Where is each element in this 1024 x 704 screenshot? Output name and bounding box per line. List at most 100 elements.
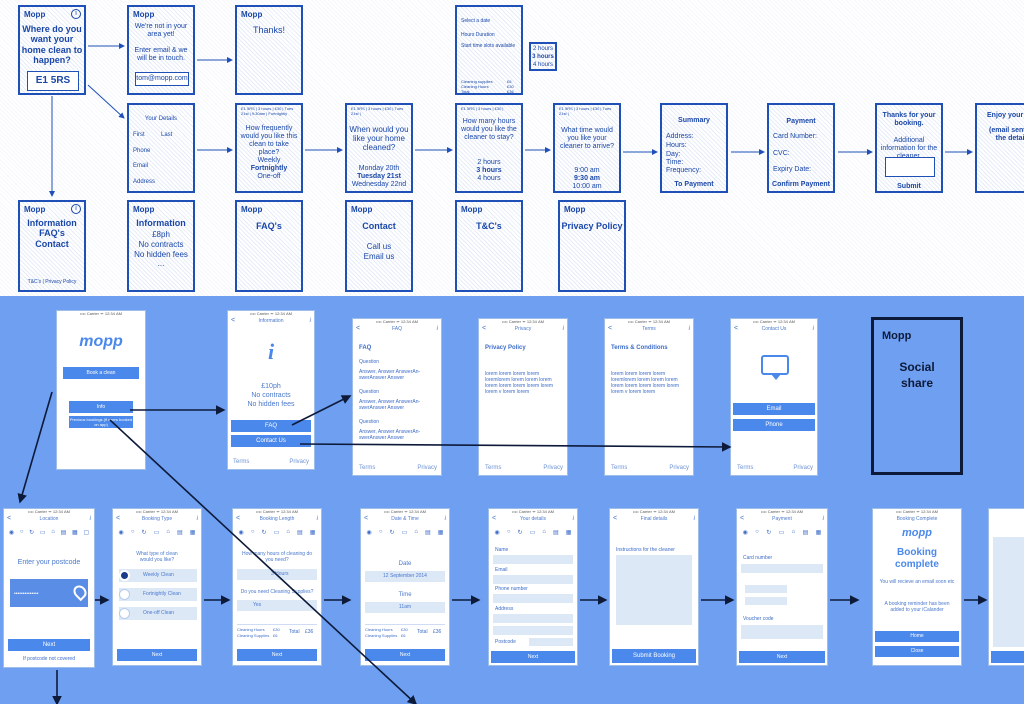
contact-us-button[interactable]: Contact Us <box>231 435 311 447</box>
back-icon[interactable]: < <box>734 325 739 332</box>
faq-heading: FAQ <box>359 345 372 351</box>
info-icon[interactable]: i <box>196 516 198 522</box>
phone-home: •••• Carrier ᯤ 12:34 AM mopp Book a clea… <box>56 310 146 470</box>
radio-icon[interactable] <box>119 608 130 619</box>
back-icon[interactable]: < <box>608 325 613 332</box>
back-icon[interactable]: < <box>740 515 745 522</box>
terms-link[interactable]: Terms <box>485 465 502 471</box>
home-button[interactable]: Home <box>875 631 959 642</box>
previous-bookings-button[interactable]: Previous bookings (if users booked on ap… <box>69 416 133 428</box>
supplies-value[interactable]: Yes <box>237 600 317 611</box>
submit-booking-button[interactable]: Submit Booking <box>612 649 696 663</box>
submit-label: Submit <box>897 183 921 190</box>
terms-link[interactable]: Terms <box>611 465 628 471</box>
privacy-link[interactable]: Privacy <box>289 459 309 465</box>
back-icon[interactable]: < <box>492 515 497 522</box>
email-box: tom@mopp.com <box>135 72 189 86</box>
phone-booking-complete: •••• Carrier ᯤ 12:34 AM Booking Complete… <box>872 508 962 666</box>
info-icon[interactable]: i <box>444 516 446 522</box>
weekly-clean-option[interactable]: Weekly Clean <box>119 569 197 582</box>
phone-input[interactable] <box>493 594 573 603</box>
postcode-not-covered-link[interactable]: If postcode not covered <box>23 656 75 662</box>
date-value[interactable]: 12 September 2014 <box>365 571 445 582</box>
faq-question-1: Question <box>359 359 380 365</box>
wireframe-not-in-area: Mopp We're not in your area yet! Enter e… <box>127 5 195 95</box>
status-bar: •••• Carrier ᯤ 12:34 AM <box>250 311 292 316</box>
privacy-link[interactable]: Privacy <box>543 465 563 471</box>
oneoff-clean-option[interactable]: One-off Clean <box>119 607 197 620</box>
info-icon[interactable]: i <box>562 326 564 332</box>
booking-type-question: What type of clean would you like? <box>136 551 178 563</box>
postcode-input[interactable]: •••••••••••••• <box>10 579 88 607</box>
next-button[interactable]: Next <box>117 649 197 661</box>
back-icon[interactable]: < <box>482 325 487 332</box>
info-icon: i <box>71 9 81 19</box>
brand-label: Mopp <box>24 10 46 19</box>
cvc-input[interactable] <box>745 597 787 605</box>
wireframe-privacy: Mopp Privacy Policy <box>558 200 626 292</box>
wireframe-sub: Additional information for the cleaner. <box>880 137 938 160</box>
info-icon: i <box>71 204 81 214</box>
terms-link[interactable]: Terms <box>737 465 754 471</box>
terms-link[interactable]: Terms <box>359 465 376 471</box>
info-icon[interactable]: i <box>309 318 311 324</box>
status-bar: •••• Carrier ᯤ 12:34 AM <box>502 319 544 324</box>
radio-selected-icon[interactable] <box>119 570 130 581</box>
nav-title: Payment <box>772 516 792 522</box>
info-icon[interactable]: i <box>822 516 824 522</box>
postcode-input[interactable] <box>529 638 573 646</box>
voucher-input[interactable] <box>741 625 823 639</box>
email-input[interactable] <box>493 575 573 584</box>
privacy-link[interactable]: Privacy <box>417 465 437 471</box>
info-icon[interactable]: i <box>316 516 318 522</box>
next-button[interactable]: Next <box>8 639 90 651</box>
cost-supplies: Cleaning supplies <box>461 79 493 84</box>
phone-label: Phone number <box>495 586 528 592</box>
wireframe-frequency: E1 5RS | 3 hours | £30 | Tues 21st | 9:3… <box>235 103 303 193</box>
time-value[interactable]: 11am <box>365 602 445 613</box>
card-number-input[interactable] <box>741 564 823 573</box>
book-clean-button[interactable]: Book a clean <box>63 367 139 379</box>
back-icon[interactable]: < <box>7 515 12 522</box>
summary-day: Day: <box>666 151 681 158</box>
privacy-link[interactable]: Privacy <box>793 465 813 471</box>
name-input[interactable] <box>493 555 573 564</box>
next-button[interactable]: Next <box>365 649 445 661</box>
next-button[interactable]: Next <box>739 651 825 663</box>
wireframe-footer: T&C's | Privacy Policy <box>27 279 77 285</box>
expiry-input[interactable] <box>745 585 787 593</box>
privacy-link[interactable]: Privacy <box>669 465 689 471</box>
instructions-textarea[interactable] <box>616 555 692 625</box>
voucher-label: Voucher code <box>743 616 774 622</box>
fortnightly-clean-option[interactable]: Fortnightly Clean <box>119 588 197 601</box>
info-ellipsis: ... <box>157 259 165 268</box>
next-button[interactable]: Next <box>237 649 317 661</box>
cost-supplies-value: £6 <box>507 79 512 84</box>
info-icon[interactable]: i <box>812 326 814 332</box>
info-icon[interactable]: i <box>688 326 690 332</box>
info-icon[interactable]: i <box>693 516 695 522</box>
info-icon[interactable]: i <box>89 516 91 522</box>
info-icon[interactable]: i <box>572 516 574 522</box>
info-no-contracts: No contracts <box>138 240 184 249</box>
address-input-2[interactable] <box>493 626 573 635</box>
email-button[interactable]: Email <box>733 403 815 415</box>
info-icon[interactable]: i <box>436 326 438 332</box>
close-button[interactable]: Close <box>875 646 959 657</box>
back-icon[interactable]: < <box>613 515 618 522</box>
terms-link[interactable]: Terms <box>233 459 250 465</box>
address-input-1[interactable] <box>493 614 573 623</box>
info-button[interactable]: Info <box>69 401 133 413</box>
back-icon[interactable]: < <box>356 325 361 332</box>
hours-value[interactable]: 3 Hours <box>237 569 317 580</box>
next-button[interactable]: Next <box>491 651 575 663</box>
radio-icon[interactable] <box>119 589 130 600</box>
back-icon[interactable]: < <box>231 317 236 324</box>
privacy-body: lorem lorem lorem lorem loremlorem lorem… <box>485 371 554 395</box>
wireframe-question: What time would you like your cleaner to… <box>559 127 615 151</box>
faq-button[interactable]: FAQ <box>231 420 311 432</box>
wireframe-question: When would you like your home cleaned? <box>349 125 409 153</box>
name-label: Name <box>495 547 509 553</box>
option-monday: Monday 20th <box>358 165 400 172</box>
phone-button[interactable]: Phone <box>733 419 815 431</box>
